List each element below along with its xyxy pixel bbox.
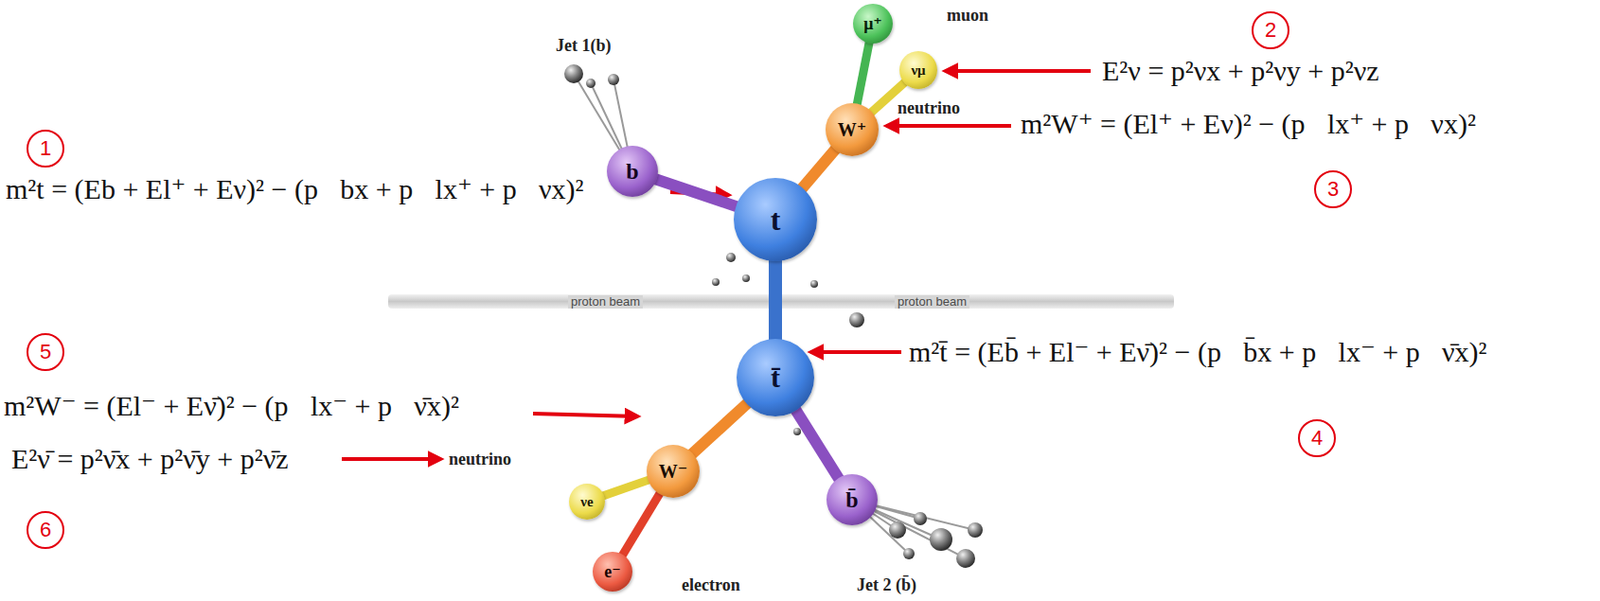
debris-particle	[793, 427, 801, 436]
particle-sphere: W⁺	[825, 103, 879, 157]
particle-symbol: t̄	[770, 363, 781, 392]
jet-particle	[564, 64, 584, 84]
debris-particle	[742, 274, 750, 283]
decay-link	[602, 480, 650, 498]
decay-link	[856, 41, 870, 107]
decay-link	[795, 408, 840, 480]
decay-link	[655, 178, 739, 208]
particle-symbol: W⁺	[837, 120, 868, 140]
particle-sphere: W⁻	[646, 444, 700, 498]
particle-sphere: b̄	[826, 474, 878, 526]
callout-digit: 1	[39, 138, 52, 160]
particle-label: neutrino	[448, 449, 512, 470]
decay-link	[768, 259, 783, 341]
particle-symbol: b̄	[845, 488, 858, 512]
particle-symbol: e⁻	[604, 563, 622, 581]
particle-symbol: νe	[580, 495, 593, 510]
particle-label: electron	[681, 575, 741, 596]
jet-particle	[913, 512, 927, 526]
particle-sphere: νe	[568, 483, 605, 520]
callout-digit: 3	[1327, 178, 1339, 200]
jet-particles	[564, 64, 983, 569]
particle-label: muon	[946, 5, 989, 26]
jet-label: Jet 1(b)	[555, 35, 611, 56]
jet-particle	[607, 73, 620, 86]
jet-particle	[967, 522, 983, 538]
callout-number: 6	[26, 511, 65, 550]
debris-particle	[849, 312, 865, 328]
particle-sphere: t̄	[736, 338, 815, 417]
particle-sphere: νμ	[899, 51, 938, 89]
callout-digit: 6	[39, 519, 52, 541]
callout-number: 5	[26, 333, 65, 372]
decay-link	[800, 148, 836, 190]
particle-sphere: b	[606, 145, 658, 197]
jet-particle	[586, 78, 596, 89]
particle-symbol: W⁻	[658, 462, 689, 481]
particle-symbol: b	[625, 160, 639, 183]
equation: m²t = (Eb + El⁺ + Eν)² − (p⃗bx + p⃗lx⁺ +…	[5, 173, 585, 207]
beam-label: proton beam	[894, 295, 970, 310]
jet-label: Jet 2 (b̄)	[856, 575, 917, 596]
particle-symbol: μ⁺	[863, 15, 883, 33]
decay-link	[691, 402, 748, 455]
decay-link	[622, 492, 661, 556]
equation: m²W⁺ = (El⁺ + Eν)² − (p⃗lx⁺ + p⃗νx)²	[1020, 107, 1476, 142]
debris-particle	[810, 280, 818, 288]
debris-particle	[711, 278, 720, 286]
beam-label: proton beam	[568, 295, 643, 310]
particle-sphere: e⁻	[592, 551, 633, 592]
particle-label: neutrino	[897, 98, 960, 119]
particle-sphere: t	[733, 177, 818, 262]
equation: m²t̄ = (Eb̄ + El⁻ + Eν̄)² − (p⃗b̄x + p⃗l…	[908, 336, 1488, 370]
equation: m²W⁻ = (El⁻ + Eν̄)² − (p⃗lx⁻ + p⃗ν̄x)²	[3, 390, 460, 424]
jet-tracks	[573, 73, 976, 559]
pointer-arrow	[886, 124, 1012, 128]
particle-symbol: t	[770, 204, 782, 235]
pointer-arrow	[341, 457, 442, 462]
jet-particle	[888, 521, 907, 539]
callout-number: 3	[1314, 170, 1352, 209]
callout-digit: 4	[1311, 427, 1323, 449]
equation: E²ν̄ = p²ν̄x + p²ν̄y + p²ν̄z	[11, 443, 289, 477]
pointer-arrow	[810, 350, 902, 355]
callout-digit: 5	[39, 341, 52, 363]
equation: E²ν = p²νx + p²νy + p²νz	[1102, 54, 1380, 89]
particle-symbol: νμ	[910, 63, 925, 78]
callout-number: 2	[1251, 11, 1290, 50]
particle-sphere: μ⁺	[853, 3, 893, 44]
jet-particle	[929, 528, 953, 552]
debris-particle	[726, 252, 736, 263]
callout-digit: 2	[1264, 19, 1277, 41]
jet-particle	[956, 549, 976, 569]
pointer-arrow	[944, 69, 1091, 73]
callout-number: 4	[1297, 419, 1336, 458]
pointer-arrow	[533, 413, 639, 417]
jet-particle	[903, 548, 915, 560]
callout-number: 1	[26, 129, 65, 168]
